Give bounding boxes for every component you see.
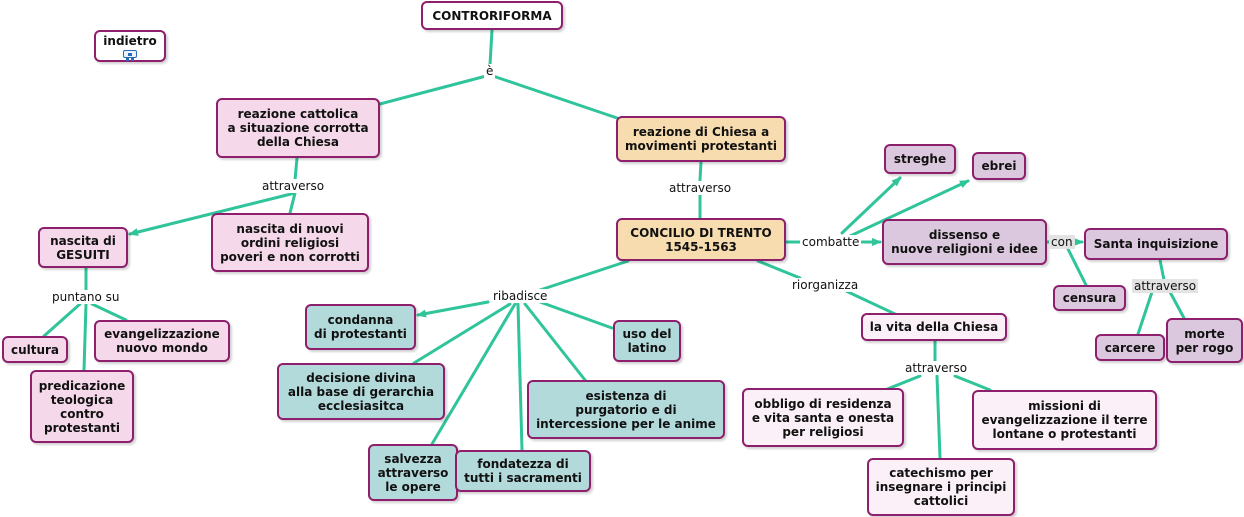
node-esistenza-purgatorio: esistenza di purgatorio e di intercessio… [527, 380, 725, 439]
link-label-ribadisce: ribadisce [491, 289, 550, 303]
link-label-attraverso-1: attraverso [260, 179, 327, 193]
back-button-label: indietro [103, 34, 157, 48]
node-ebrei: ebrei [972, 152, 1026, 180]
node-vita-chiesa: la vita della Chiesa [861, 313, 1007, 341]
node-predicazione: predicazione teologica contro protestant… [30, 370, 134, 443]
node-salvezza: salvezza attraverso le opere [368, 444, 458, 501]
node-fondatezza: fondatezza di tutti i sacramenti [455, 450, 591, 492]
link-label-attraverso-2: attraverso [667, 181, 734, 195]
node-catechismo: catechismo per insegnare i principi catt… [867, 458, 1015, 516]
link-label-riorganizza: riorganizza [790, 278, 861, 292]
node-santa-inquisizione: Santa inquisizione [1084, 228, 1228, 260]
node-concilio-trento: CONCILIO DI TRENTO 1545-1563 [616, 218, 786, 261]
node-controriforma: CONTRORIFORMA [421, 1, 563, 30]
node-dissenso: dissenso e nuove religioni e idee [882, 219, 1047, 265]
node-morte-rogo: morte per rogo [1166, 318, 1243, 363]
node-nascita-gesuiti: nascita di GESUITI [38, 227, 128, 268]
node-uso-latino: uso del latino [613, 320, 681, 362]
node-missioni: missioni di evangelizzazione il terre lo… [972, 390, 1157, 450]
link-label-puntano-su: puntano su [50, 290, 122, 304]
link-label-attraverso-3: attraverso [1132, 279, 1199, 293]
node-nascita-ordini: nascita di nuovi ordini religiosi poveri… [211, 213, 369, 272]
link-label-attraverso-4: attraverso [903, 361, 970, 375]
sitemap-icon[interactable] [123, 50, 137, 61]
node-reazione-cattolica: reazione cattolica a situazione corrotta… [216, 98, 380, 158]
node-condanna: condanna di protestanti [305, 304, 416, 350]
node-evangelizzazione: evangelizzazione nuovo mondo [94, 320, 230, 362]
node-carcere: carcere [1095, 334, 1165, 361]
node-censura: censura [1053, 285, 1126, 311]
back-button[interactable]: indietro [94, 30, 166, 62]
link-label-con: con [1049, 235, 1075, 249]
node-decisione-divina: decisione divina alla base di gerarchia … [277, 363, 445, 420]
link-label-e: è [484, 64, 496, 78]
node-reazione-chiesa: reazione di Chiesa a movimenti protestan… [616, 116, 786, 162]
node-obbligo-residenza: obbligo di residenza e vita santa e ones… [742, 388, 904, 447]
node-streghe: streghe [884, 144, 956, 174]
link-label-combatte: combatte [800, 235, 862, 249]
node-cultura: cultura [2, 336, 68, 363]
